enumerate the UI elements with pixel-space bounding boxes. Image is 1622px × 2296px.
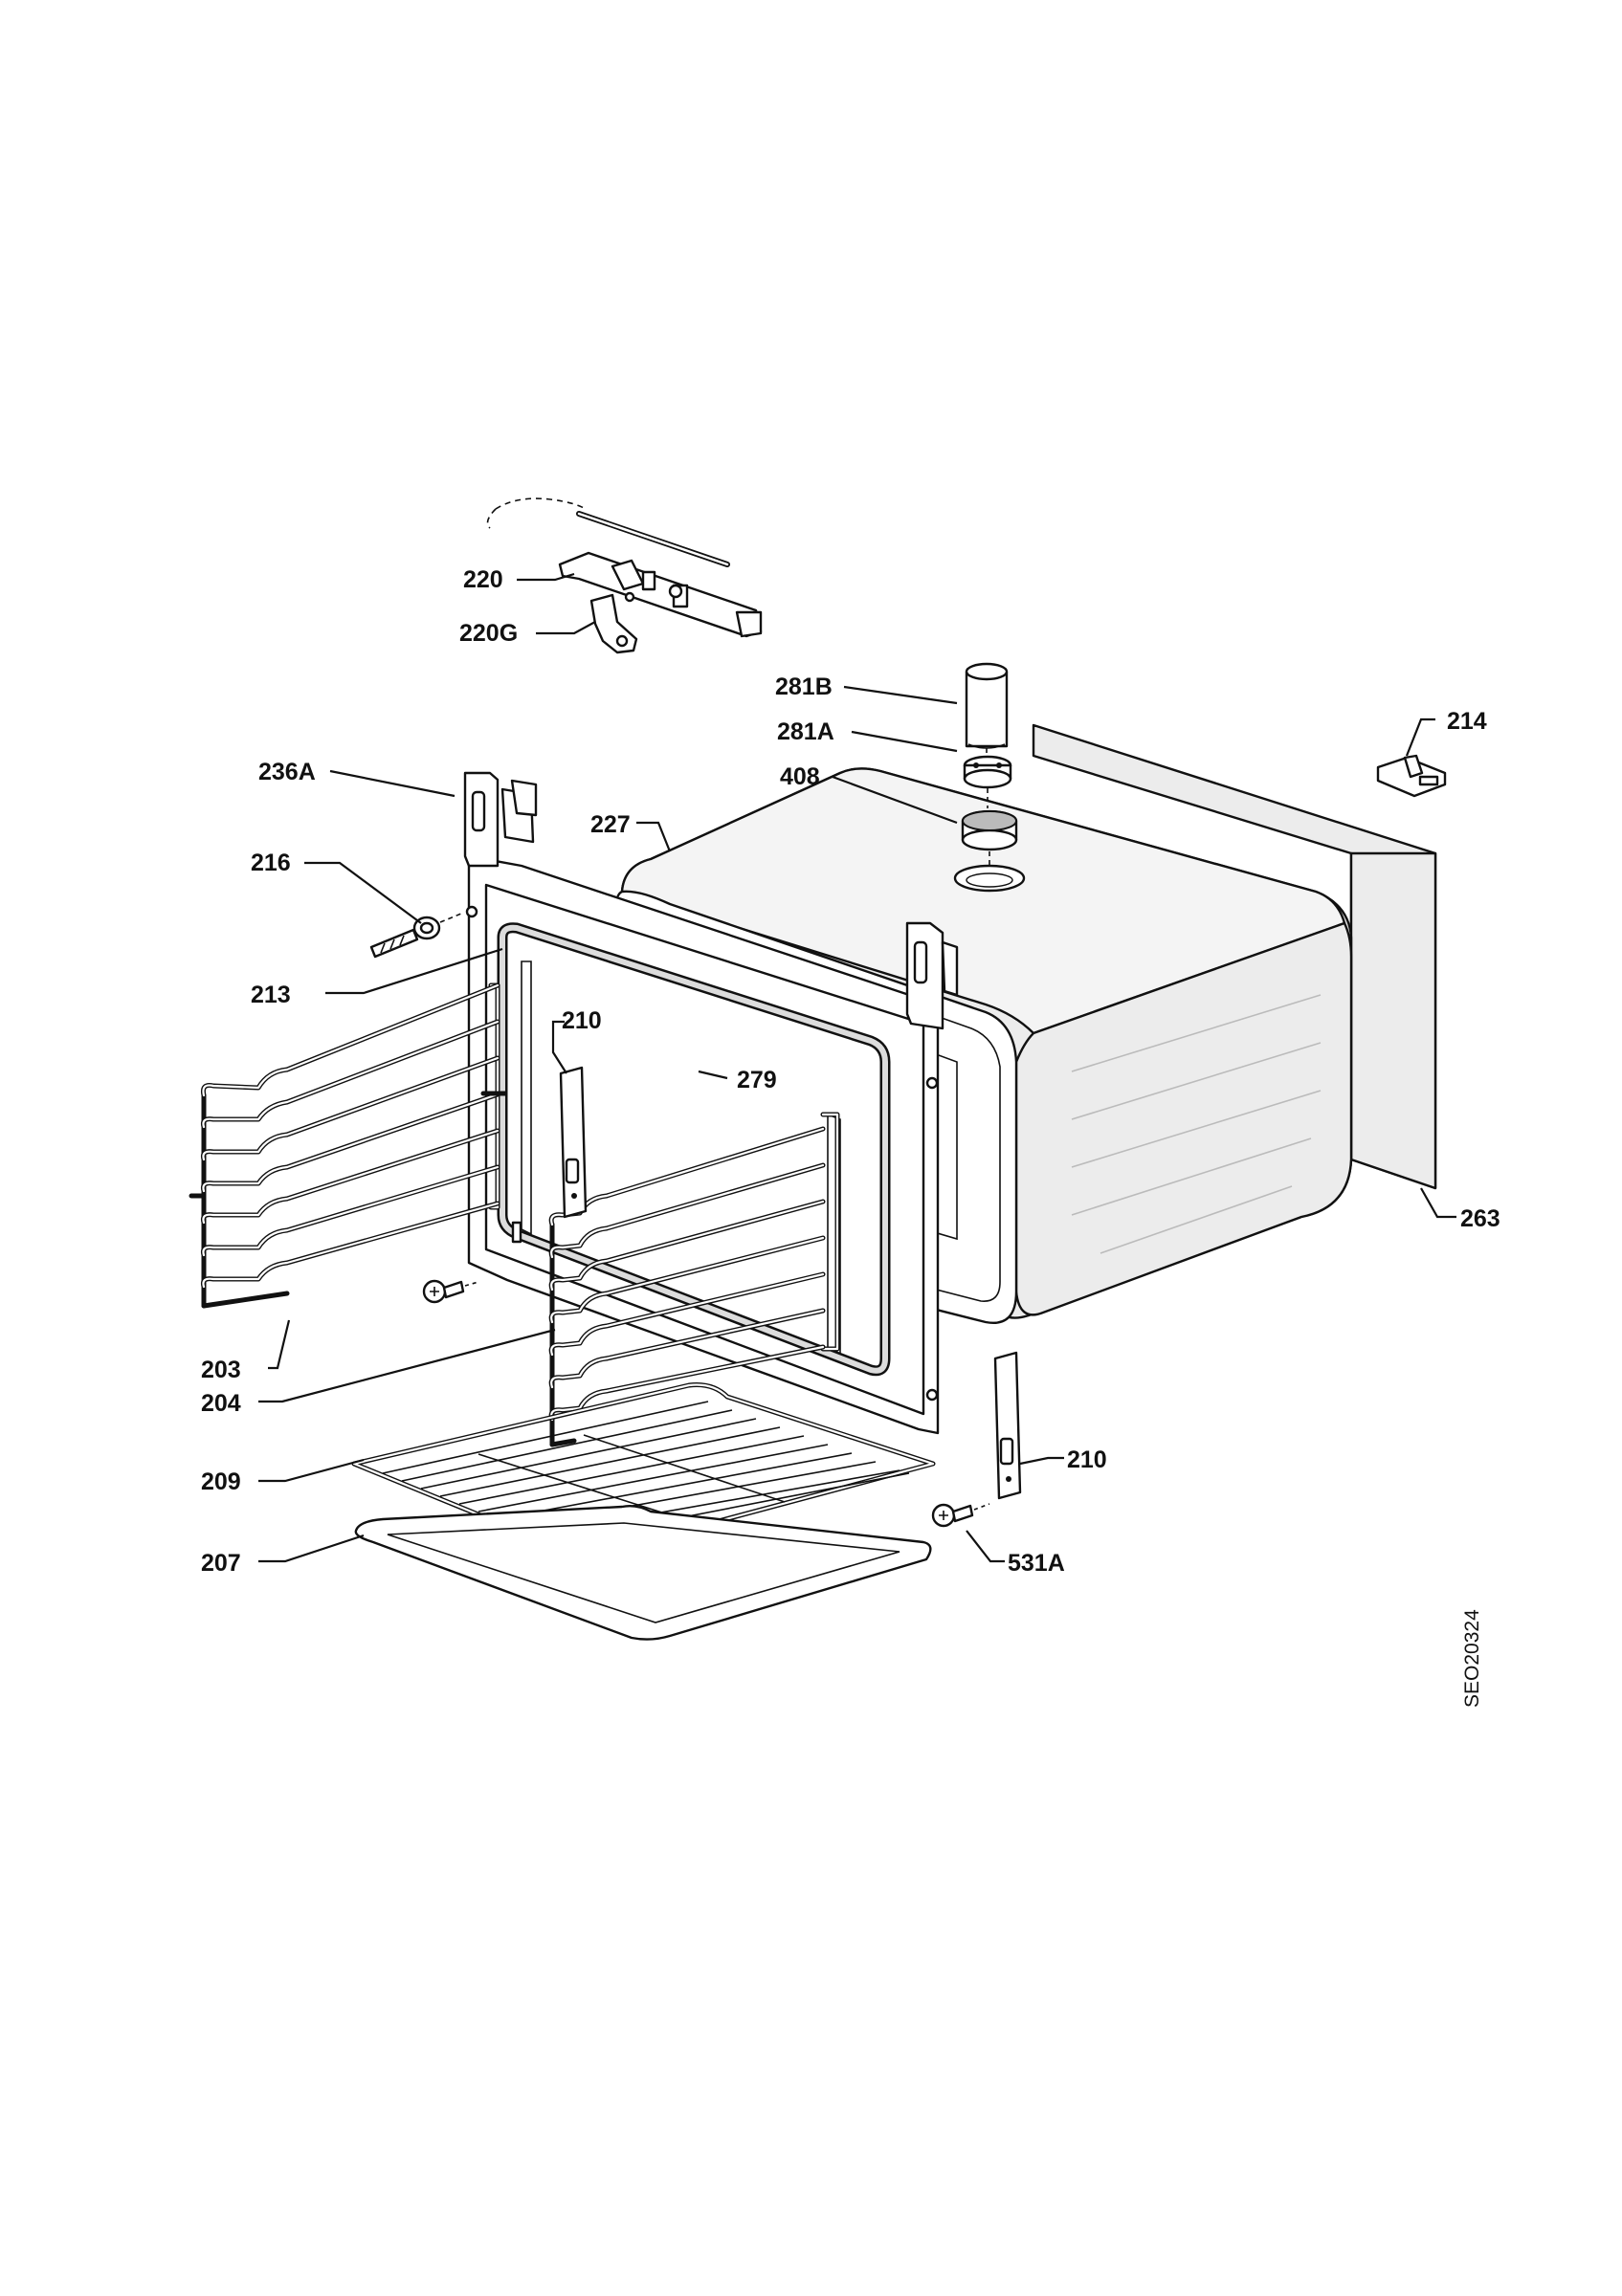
label-408: 408 xyxy=(780,763,820,790)
lamp-cover-281b xyxy=(965,662,1009,749)
label-210-upper: 210 xyxy=(562,1007,602,1034)
hinge-bracket-210a xyxy=(559,1066,588,1219)
label-203: 203 xyxy=(201,1357,241,1383)
label-531a: 531A xyxy=(1008,1550,1065,1577)
label-216: 216 xyxy=(251,850,291,876)
label-214: 214 xyxy=(1447,708,1487,735)
hinge-bracket-210b xyxy=(993,1351,1022,1500)
screw-531a-left xyxy=(422,1279,479,1304)
hinge-clip-214 xyxy=(1376,754,1447,798)
label-213: 213 xyxy=(251,982,291,1008)
thermostat-bracket-220 xyxy=(486,497,763,638)
label-207: 207 xyxy=(201,1550,241,1577)
clip-220g xyxy=(589,593,638,654)
front-frame-213 xyxy=(463,771,959,1435)
label-220: 220 xyxy=(463,566,503,593)
label-281b: 281B xyxy=(775,673,833,700)
lamp-glass-408 xyxy=(961,809,1018,866)
label-209: 209 xyxy=(201,1468,241,1495)
screw-531a-right xyxy=(931,1503,990,1528)
label-227: 227 xyxy=(590,811,631,838)
label-220g: 220G xyxy=(459,620,518,647)
label-279: 279 xyxy=(737,1067,777,1093)
label-204: 204 xyxy=(201,1390,241,1417)
leader-lines xyxy=(258,572,1456,1563)
side-runner-203 xyxy=(189,982,508,1309)
label-236a: 236A xyxy=(258,759,316,785)
label-263: 263 xyxy=(1460,1205,1500,1232)
lamp-holder-281a xyxy=(963,748,1012,808)
label-210-lower: 210 xyxy=(1067,1446,1107,1473)
diagram-code: SEO20324 xyxy=(1461,1609,1483,1708)
label-281a: 281A xyxy=(777,718,834,745)
part-labels: 220 220G 281B 281A 408 214 236A 227 216 … xyxy=(201,566,1500,1708)
baking-tray-207 xyxy=(354,1504,932,1641)
side-runner-204 xyxy=(548,1112,840,1447)
